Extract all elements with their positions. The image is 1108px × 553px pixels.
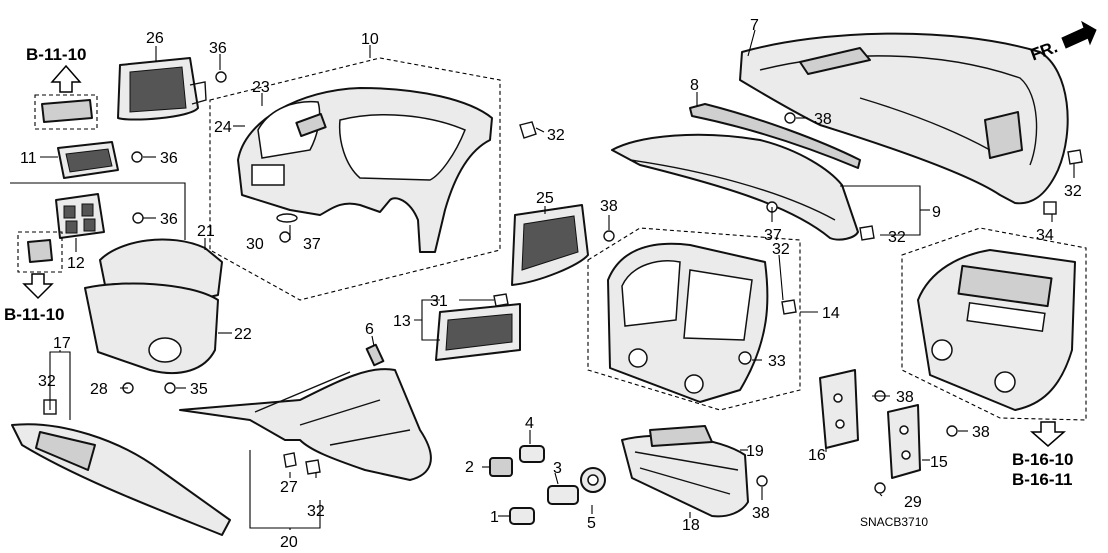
part-10-instrument-panel-shell[interactable] (209, 57, 501, 301)
section-divider (10, 182, 186, 240)
callout-2: 2 (465, 459, 474, 476)
callout-13: 13 (393, 313, 411, 330)
part-26-center-vent[interactable] (117, 57, 207, 121)
part-11-side-vent[interactable] (57, 141, 119, 179)
hollow-arrow-down-icon (1030, 421, 1066, 447)
callout-32-e: 32 (38, 373, 56, 390)
callout-33: 33 (768, 353, 786, 370)
optional-vent-part[interactable] (34, 94, 98, 130)
front-direction-arrow-icon (1061, 20, 1097, 49)
callout-1: 1 (490, 509, 499, 526)
hollow-arrow-up-icon (50, 64, 82, 93)
callout-38-e: 38 (752, 505, 770, 522)
leader-lines (40, 29, 1075, 530)
callout-14: 14 (822, 305, 840, 322)
part-1-socket[interactable] (509, 507, 535, 525)
part-4-plug[interactable] (519, 445, 545, 463)
part-9-upper-trim-panel[interactable] (611, 133, 859, 241)
reference-label-top-left: B-11-10 (26, 45, 86, 64)
callout-24: 24 (214, 119, 232, 136)
callout-38-c: 38 (896, 389, 914, 406)
callout-29: 29 (904, 494, 922, 511)
callout-37-a: 37 (303, 236, 321, 253)
callout-32-a: 32 (547, 127, 565, 144)
callout-3: 3 (553, 460, 562, 477)
callout-22: 22 (234, 326, 252, 343)
callout-36-b: 36 (160, 150, 178, 167)
callout-4: 4 (525, 415, 534, 432)
part-7-dashboard-upper-pad[interactable] (739, 32, 1069, 205)
callout-38-a: 38 (814, 111, 832, 128)
optional-switch-part[interactable] (17, 231, 63, 273)
part-12-switch-panel[interactable] (55, 193, 105, 239)
diagram-code: SNACB3710 (860, 515, 928, 529)
callout-36-c: 36 (160, 211, 178, 228)
part-6-pin[interactable] (365, 343, 385, 367)
callout-9: 9 (932, 204, 941, 221)
callout-37-b: 37 (764, 227, 782, 244)
callout-34: 34 (1036, 227, 1054, 244)
callout-32-c: 32 (888, 229, 906, 246)
reference-label-bottom-right-2: B-16-11 (1012, 470, 1072, 489)
callout-30: 30 (246, 236, 264, 253)
part-14-center-panel[interactable] (587, 227, 801, 411)
part-17-lower-cover[interactable] (11, 399, 231, 536)
callout-32-d: 32 (772, 241, 790, 258)
part-19-glove-box-latch[interactable] (649, 425, 713, 447)
callout-19: 19 (746, 443, 764, 460)
callout-36-a: 36 (209, 40, 227, 57)
callout-17: 17 (53, 335, 71, 352)
callout-32-b: 32 (1064, 183, 1082, 200)
callout-28: 28 (90, 381, 108, 398)
callout-27: 27 (280, 479, 298, 496)
hollow-arrow-down-icon (22, 273, 54, 300)
part-3-socket-housing[interactable] (547, 485, 579, 505)
reference-label-bottom-right-1: B-16-10 (1012, 450, 1073, 469)
callout-10: 10 (361, 31, 379, 48)
callout-numbers: 1 2 3 4 5 6 7 8 9 10 11 12 13 14 15 16 1… (20, 17, 1082, 551)
part-2-cap[interactable] (489, 457, 513, 477)
callout-32-f: 32 (307, 503, 325, 520)
part-22-column-cover-lower[interactable] (84, 282, 219, 375)
callout-21: 21 (197, 223, 215, 240)
part-25-center-vent-right[interactable] (511, 204, 589, 286)
callout-8: 8 (690, 77, 699, 94)
callout-18: 18 (682, 517, 700, 534)
callout-38-d: 38 (972, 424, 990, 441)
callout-6: 6 (365, 321, 374, 338)
part-20-lower-frame[interactable] (179, 368, 432, 481)
callout-20: 20 (280, 534, 298, 551)
part-8-defroster-strip[interactable] (689, 103, 861, 169)
front-direction-label: FR. (1028, 37, 1060, 64)
audio-panel-assembly[interactable] (901, 227, 1087, 421)
callout-12: 12 (67, 255, 85, 272)
callout-35: 35 (190, 381, 208, 398)
callout-5: 5 (587, 515, 596, 532)
reference-label-mid-left: B-11-10 (4, 305, 64, 324)
callout-31: 31 (430, 293, 448, 310)
callout-15: 15 (930, 454, 948, 471)
part-16-bracket[interactable] (819, 369, 859, 449)
callout-7: 7 (750, 17, 759, 34)
callout-11: 11 (20, 150, 37, 167)
part-5-ring[interactable] (580, 467, 606, 493)
part-18-glove-box-door[interactable] (621, 434, 749, 518)
part-13-vent-panel[interactable] (435, 303, 521, 361)
callout-16: 16 (808, 447, 826, 464)
callout-26: 26 (146, 30, 164, 47)
callout-23: 23 (252, 79, 270, 96)
callout-38-b: 38 (600, 198, 618, 215)
callout-25: 25 (536, 190, 554, 207)
part-15-bracket[interactable] (887, 404, 921, 479)
